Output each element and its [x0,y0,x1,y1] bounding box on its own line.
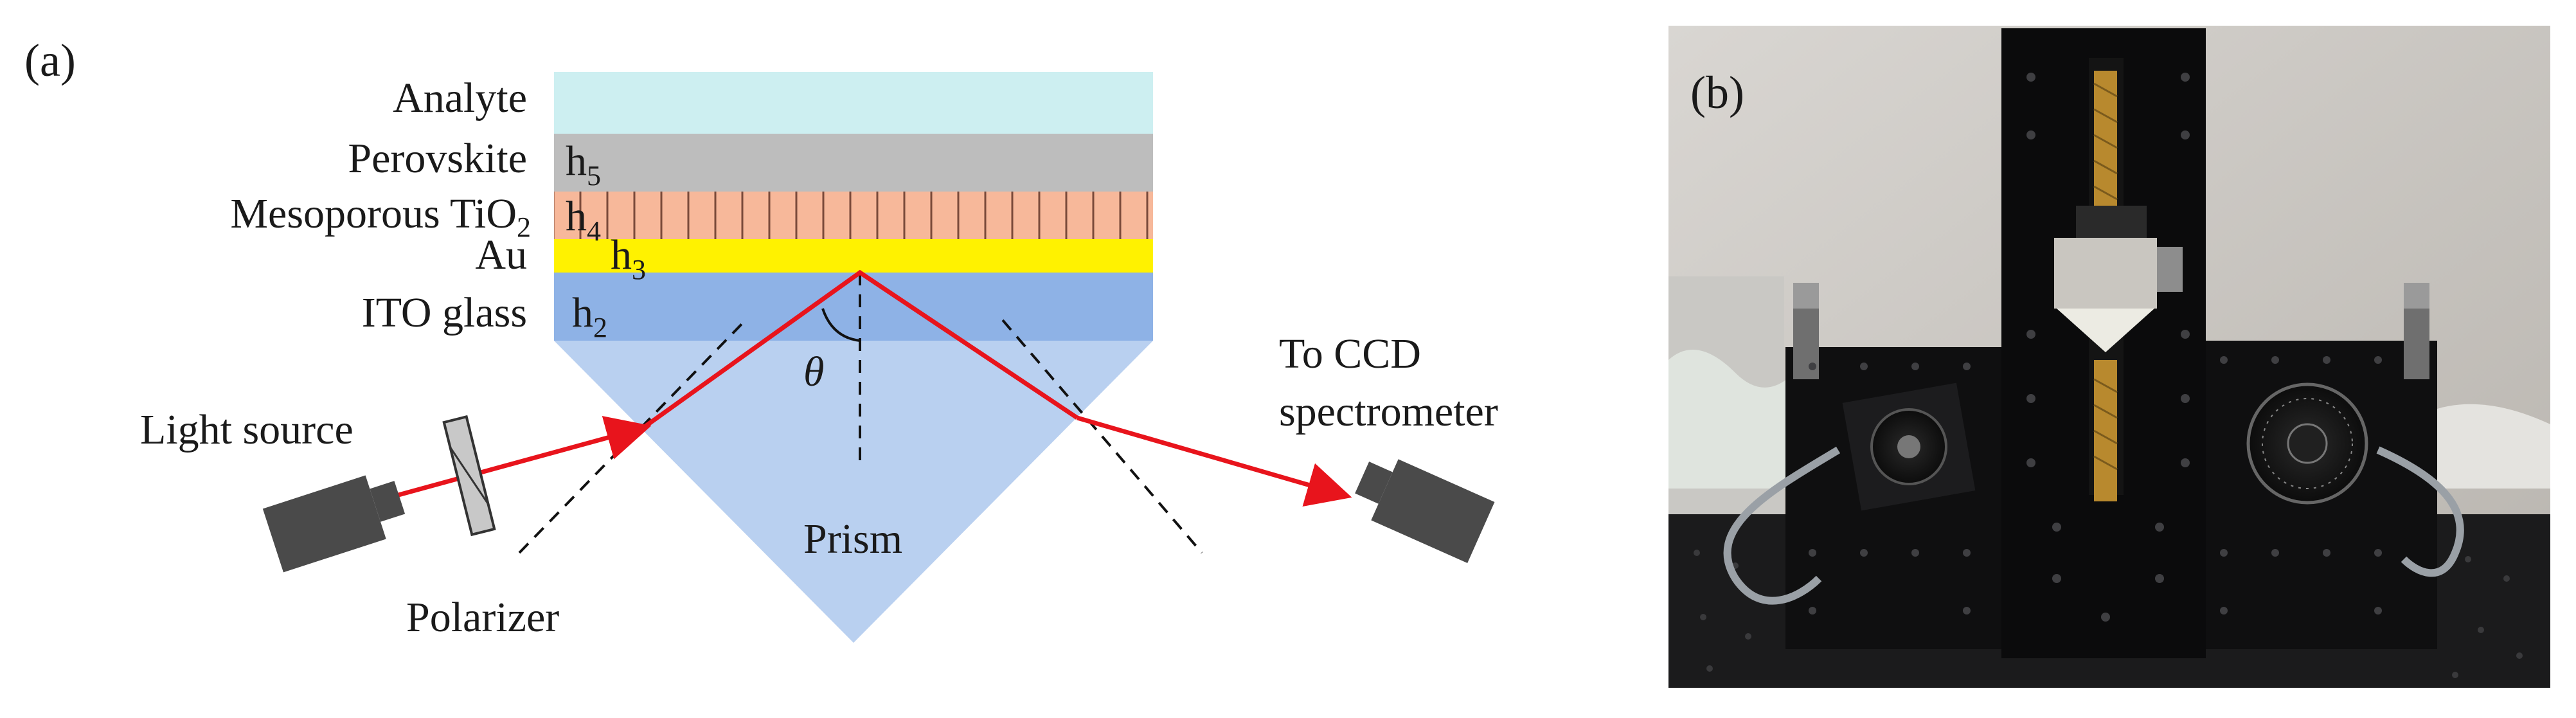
layer-label-au: Au [475,231,527,278]
panel-b-label: (b) [1690,67,1744,118]
prism [554,341,1153,643]
thickness-h5: h5 [566,138,601,192]
thickness-h3: h3 [611,231,646,285]
reflected-beam [1077,415,1352,507]
layer-perovskite [554,134,1153,192]
prism-label: Prism [803,516,902,562]
layer-label-analyte: Analyte [393,75,527,121]
layer-label-perovskite: Perovskite [348,135,527,182]
left-fiber-cable [1723,446,1841,605]
beam-path-in-prism [641,269,1078,430]
layer-au [554,239,1153,273]
left-rotation-stage [1842,382,1976,511]
polarizer-icon [442,415,496,537]
panel-a: (a) Analyte Perovskite Mesoporous TiO2 A… [24,35,1498,643]
angle-arc [821,308,861,342]
light-source-label: Light source [140,406,353,453]
detector-label-line2: spectrometer [1279,388,1498,435]
right-fiber-cable [2376,446,2464,577]
thickness-h2: h2 [572,289,607,343]
thickness-h4: h4 [566,193,601,247]
layer-label-ito-glass: ITO glass [362,289,527,336]
angle-theta: θ [803,348,824,395]
normal-line-right [1001,319,1203,554]
light-source-icon [262,475,406,573]
incident-beam [398,416,652,498]
layer-label-tio2: Mesoporous TiO2 [230,190,531,243]
detector-label-line1: To CCD [1279,330,1421,377]
panel-b-photo: (b) [1668,26,2550,688]
panel-a-label: (a) [24,35,76,86]
right-rotation-stage [2246,382,2368,505]
ccd-spectrometer-icon [1355,459,1495,564]
layer-ito-glass [554,273,1153,341]
layer-analyte [554,72,1153,134]
polarizer-label: Polarizer [406,594,559,641]
layer-mesoporous-tio2 [554,192,1153,239]
prism-holder [2054,238,2157,309]
